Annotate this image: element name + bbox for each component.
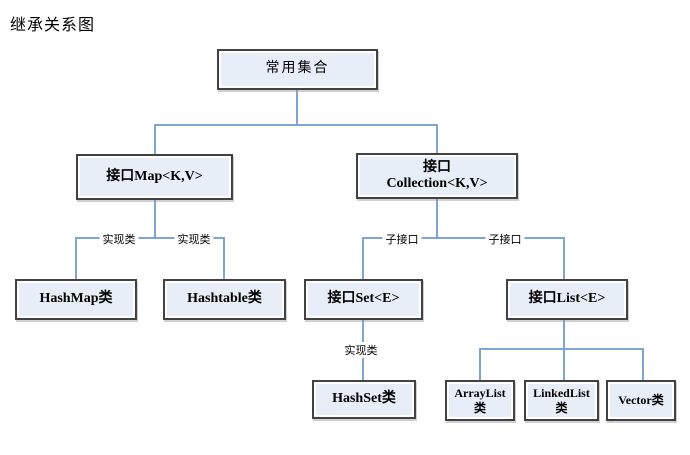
connector-to-arraylist — [479, 348, 481, 380]
edge-label-implementation-hashtable: 实现类 — [174, 231, 214, 247]
node-interface-set-label: 接口Set<E> — [327, 291, 400, 307]
connector-to-vector — [642, 348, 644, 380]
connector-to-set — [362, 237, 364, 279]
node-arraylist-label-line1: ArrayList — [454, 385, 506, 400]
node-hashtable: Hashtable类 — [163, 279, 286, 320]
connector-map-branch — [75, 237, 225, 239]
connector-root-stem — [296, 90, 298, 125]
connector-root-branch — [154, 124, 438, 126]
connector-to-list — [563, 237, 565, 279]
connector-to-linkedlist — [563, 348, 565, 380]
node-linkedlist-label-line1: LinkedList — [533, 385, 590, 400]
connector-list-stem — [563, 320, 565, 349]
node-interface-list-label: 接口List<E> — [528, 291, 606, 307]
node-interface-collection: 接口 Collection<K,V> — [356, 153, 518, 199]
node-interface-collection-label-line1: 接口 — [423, 159, 451, 175]
edge-label-implementation-hashset: 实现类 — [341, 342, 381, 358]
edge-label-subinterface-set: 子接口 — [382, 231, 422, 247]
connector-to-hashtable — [223, 237, 225, 279]
node-linkedlist-label-line2: 类 — [555, 400, 568, 415]
connector-collection-branch — [362, 237, 565, 239]
node-hashset: HashSet类 — [312, 380, 416, 419]
edge-label-subinterface-list: 子接口 — [485, 231, 525, 247]
connector-collection-stem — [436, 199, 438, 238]
page-title: 继承关系图 — [10, 17, 96, 34]
node-interface-map: 接口Map<K,V> — [76, 154, 233, 200]
connector-to-map — [154, 124, 156, 154]
node-hashmap: HashMap类 — [15, 279, 137, 320]
node-common-collections: 常用集合 — [217, 49, 378, 90]
node-interface-set: 接口Set<E> — [304, 279, 423, 320]
node-linkedlist: LinkedList 类 — [524, 380, 599, 421]
connector-map-stem — [154, 200, 156, 238]
node-vector: Vector类 — [606, 380, 676, 421]
node-interface-map-label: 接口Map<K,V> — [106, 168, 203, 184]
node-arraylist: ArrayList 类 — [445, 380, 515, 421]
node-common-collections-label: 常用集合 — [265, 61, 330, 77]
edge-label-implementation-hashmap: 实现类 — [99, 231, 139, 247]
node-hashset-label: HashSet类 — [332, 391, 396, 407]
node-interface-list: 接口List<E> — [506, 279, 628, 320]
connector-to-hashmap — [75, 237, 77, 279]
node-hashmap-label: HashMap类 — [39, 291, 113, 307]
node-hashtable-label: Hashtable类 — [187, 291, 262, 307]
node-vector-label: Vector类 — [618, 393, 664, 407]
connector-list-branch — [479, 348, 644, 350]
connector-to-collection — [436, 124, 438, 153]
node-interface-collection-label-line2: Collection<K,V> — [386, 176, 488, 191]
node-arraylist-label-line2: 类 — [473, 400, 486, 415]
